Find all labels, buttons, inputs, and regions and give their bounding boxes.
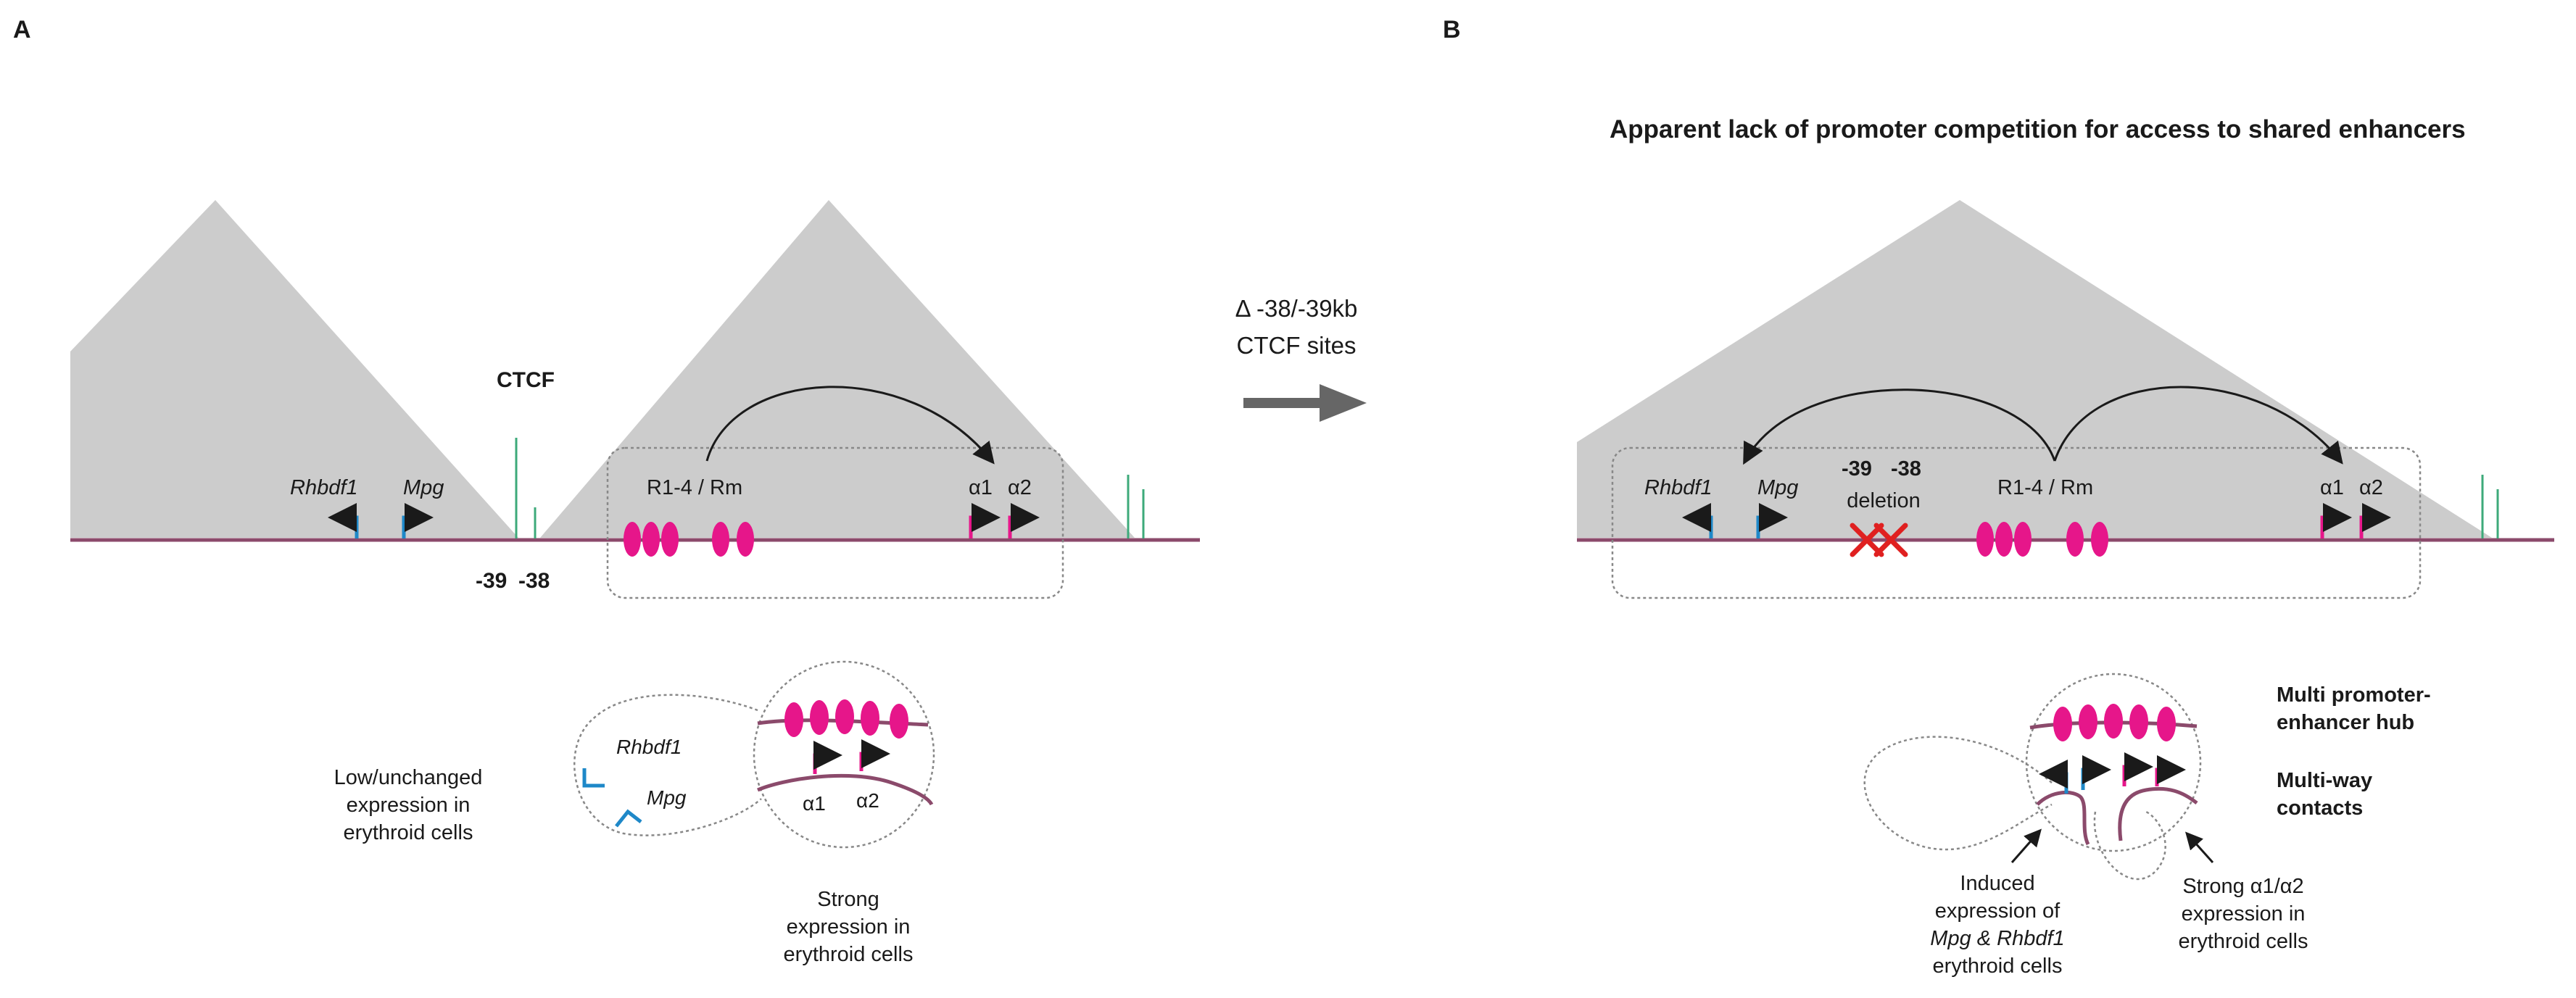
hub-b-chromatin-right [2118,786,2198,841]
svg-text:Multi promoter-: Multi promoter- [2277,683,2431,707]
enhancer-to-alpha-arrow [705,386,995,465]
svg-text:Strong: Strong [817,888,879,911]
hub-b-rhbdf1-promoter-icon [2039,760,2068,794]
transition-arrow-head [1320,384,1367,422]
svg-text:Strong α1/α2: Strong α1/α2 [2182,875,2303,898]
hub-alpha2-label: α2 [856,789,879,812]
svg-text:expression in: expression in [787,915,911,939]
interaction-domain-box-b [1611,446,2422,599]
panel-b-label: B [1443,16,1461,43]
panel-a-label: A [13,16,31,43]
alpha2-promoter-icon-b [2359,503,2391,538]
gene-mpg-label-b: Mpg [1757,476,1798,499]
alpha1-label-b: α1 [2320,476,2344,499]
hub-alpha1-promoter-icon [813,741,842,774]
tad-left [70,200,518,538]
interaction-domain-box-a [606,446,1064,599]
enhancer-elements [624,522,754,557]
hub-title-text: Multi promoter- enhancer hub [2277,683,2431,734]
merged-tad [1577,200,2492,538]
hub-mpg-promoter-icon [615,809,642,828]
strong-alpha-expression-text: Strong α1/α2 expression in erythroid cel… [2179,875,2308,953]
hub-right-loop-b [2093,810,2166,881]
hub-enhancers-b [2053,704,2176,741]
alpha1-promoter-icon [969,503,1001,538]
mpg-promoter-icon [402,503,434,538]
enhancer-to-alpha-arrow-b [2053,386,2343,465]
strong-pointer [2184,831,2214,864]
svg-text:enhancer hub: enhancer hub [2277,711,2414,734]
svg-text:expression in: expression in [347,794,471,817]
hub-outline-a [573,694,762,836]
deletion-note-line1: Δ -38/-39kb [1235,295,1358,322]
hub-b-alpha2-promoter-icon [2155,755,2186,786]
hub-left-loop-b [1863,736,2053,851]
multiway-text: Multi-way contacts [2277,769,2372,820]
enhancers-label: R1-4 / Rm [647,476,742,499]
svg-text:Multi-way: Multi-way [2277,769,2372,792]
transition: Δ -38/-39kb CTCF sites [1235,295,1367,422]
site-39-label-b: -39 [1842,457,1872,481]
alpha2-label-b: α2 [2359,476,2383,499]
svg-text:erythroid cells: erythroid cells [784,943,914,966]
svg-text:expression in: expression in [2182,902,2306,926]
site-38-label: -38 [518,569,550,593]
strong-expression-text: Strong expression in erythroid cells [784,888,914,966]
gene-mpg-label: Mpg [403,476,444,499]
svg-text:Mpg & Rhbdf1: Mpg & Rhbdf1 [1930,927,2064,950]
deletion-note-line2: CTCF sites [1237,332,1357,359]
alpha2-promoter-icon [1008,503,1040,538]
alpha1-label: α1 [969,476,993,499]
svg-text:Low/unchanged: Low/unchanged [334,766,483,789]
hub-b-alpha1-promoter-icon [2122,752,2153,786]
svg-text:Induced: Induced [1960,872,2034,895]
enhancer-elements-b [1976,522,2108,557]
panel-a: A CTCF -39 -38 Rhbdf1 Mpg R1-4 / Rm α1 [13,16,1200,966]
induced-expression-text: Induced expression of Mpg & Rhbdf1 eryth… [1930,872,2064,978]
svg-text:expression of: expression of [1935,899,2061,923]
deletion-cross-icon [1850,523,1908,557]
mpg-promoter-icon-b [1756,503,1788,538]
deletion-label: deletion [1847,489,1921,512]
induced-pointer [2010,828,2042,863]
svg-text:erythroid cells: erythroid cells [2179,930,2308,953]
hub-enhancers-a [784,699,908,739]
enhancer-to-genes-arrow [1743,388,2056,465]
ctcf-label: CTCF [497,368,555,392]
site-39-label: -39 [476,569,507,593]
panel-b-title: Apparent lack of promoter competition fo… [1610,115,2466,144]
multi-hub-circle [2025,673,2202,852]
alpha1-promoter-icon-b [2320,503,2352,538]
hub-alpha1-label: α1 [803,792,826,815]
hub-alpha2-promoter-icon [859,739,890,771]
gene-rhbdf1-label-b: Rhbdf1 [1644,476,1712,499]
enhancers-label-b: R1-4 / Rm [1997,476,2093,499]
alpha-hub-circle [753,660,935,849]
svg-text:erythroid cells: erythroid cells [1933,955,2063,978]
panel-b: B Apparent lack of promoter competition … [1443,16,2554,978]
hub-rhbdf1-label: Rhbdf1 [616,736,682,758]
svg-text:erythroid cells: erythroid cells [344,821,473,844]
alpha2-label: α2 [1008,476,1032,499]
hub-rhbdf1-promoter-icon [582,768,605,788]
hub-chromatin-bottom [757,773,934,806]
rhbdf1-promoter-icon-b [1682,503,1713,538]
gene-rhbdf1-label: Rhbdf1 [290,476,358,499]
tad-right [540,200,1135,538]
hub-b-mpg-promoter-icon [2081,755,2111,790]
hub-mpg-label: Mpg [647,786,687,809]
hub-b-chromatin-left [2036,790,2090,846]
rhbdf1-promoter-icon [328,503,359,538]
svg-text:contacts: contacts [2277,797,2363,820]
site-38-label-b: -38 [1891,457,1921,481]
low-expression-text: Low/unchanged expression in erythroid ce… [334,766,483,844]
